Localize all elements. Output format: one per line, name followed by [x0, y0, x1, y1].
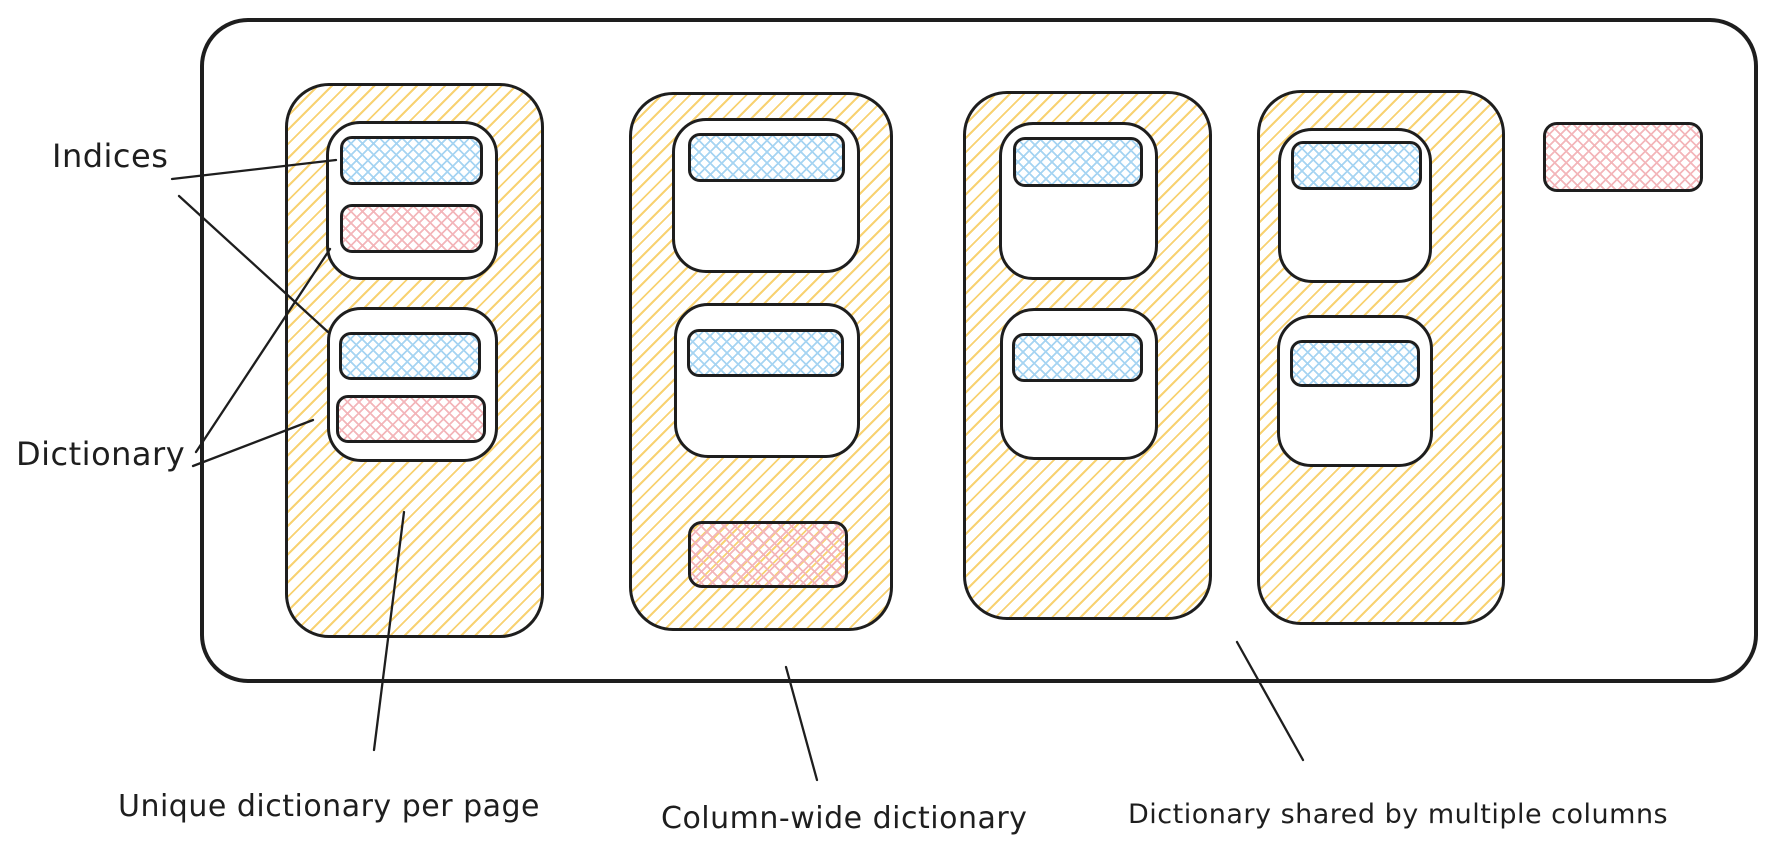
column3-page1	[999, 122, 1158, 280]
column2-page1-indices-chip	[688, 133, 845, 182]
column3-page1-indices-chip	[1013, 137, 1143, 187]
column2-page2-indices-chip	[687, 329, 844, 377]
column4-page1-indices-chip	[1291, 141, 1422, 190]
column1-page1	[326, 121, 498, 280]
indices-label: Indices	[52, 137, 169, 175]
column2-column-dictionary-chip	[688, 521, 848, 588]
caption-dictionary-shared-by-multiple-columns: Dictionary shared by multiple columns	[1128, 799, 1669, 830]
column1-page2-indices-chip	[339, 332, 481, 380]
column4-page2	[1277, 315, 1433, 467]
column2-page1	[672, 118, 860, 273]
column3-page2	[1000, 308, 1158, 460]
file-container	[200, 18, 1758, 683]
column-group-1	[285, 83, 544, 638]
column4-page2-indices-chip	[1290, 340, 1420, 387]
column4-page1	[1278, 128, 1432, 283]
column-group-2	[629, 92, 893, 631]
column1-page1-indices-chip	[340, 136, 483, 185]
column1-page1-dictionary-chip	[340, 204, 483, 253]
column2-page2	[674, 303, 860, 458]
column1-page2-dictionary-chip	[336, 395, 486, 443]
column-group-3	[963, 91, 1212, 620]
column1-page2	[327, 307, 498, 462]
dictionary-label: Dictionary	[16, 435, 186, 473]
shared-dictionary-chip	[1543, 122, 1703, 192]
caption-column-wide-dictionary: Column-wide dictionary	[661, 801, 1028, 836]
column3-page2-indices-chip	[1012, 333, 1143, 382]
column-group-4	[1257, 90, 1505, 625]
column2-to-caption-line	[784, 665, 819, 782]
caption-unique-dictionary-per-page: Unique dictionary per page	[118, 789, 540, 824]
